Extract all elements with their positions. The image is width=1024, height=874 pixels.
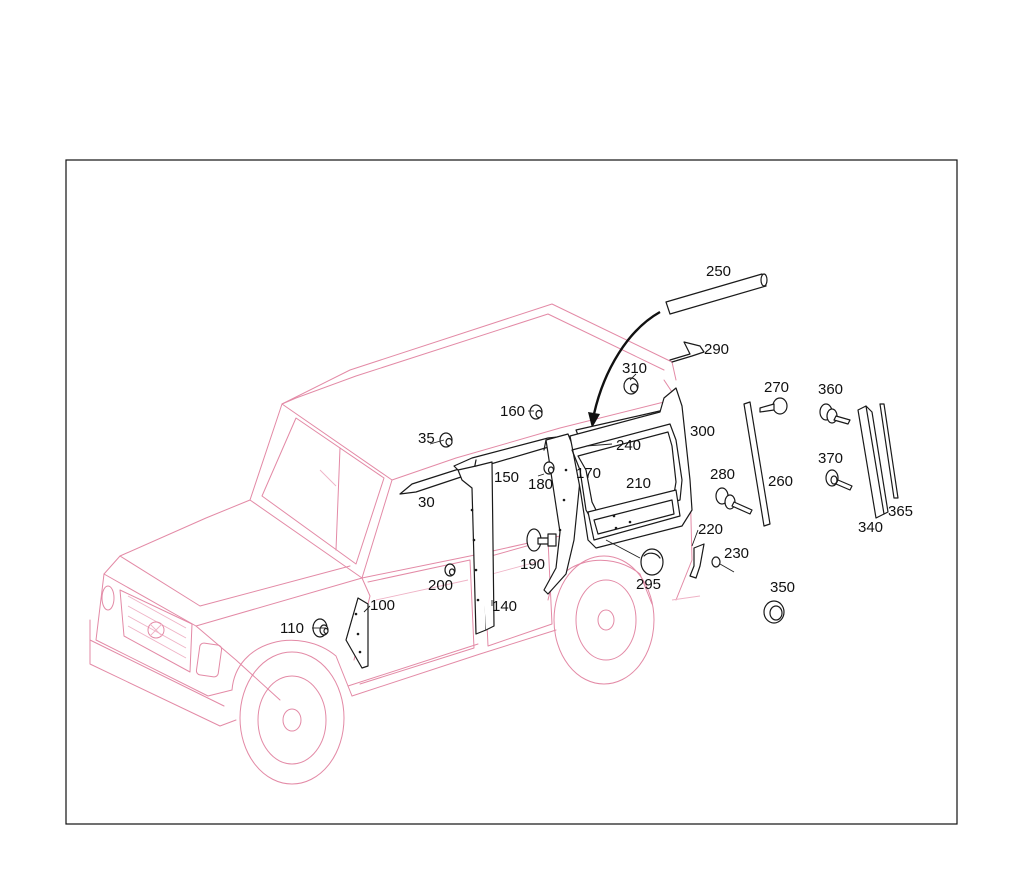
callout-180: 180 bbox=[528, 476, 553, 493]
callout-290: 290 bbox=[704, 341, 729, 358]
callout-100: 100 bbox=[370, 597, 395, 614]
diagram-frame bbox=[65, 159, 958, 825]
callout-labels: 30 35 100 110 140 150 160 170 180 190 20… bbox=[280, 263, 913, 637]
callout-220: 220 bbox=[698, 521, 723, 538]
part-295-cap bbox=[640, 548, 664, 576]
callout-260: 260 bbox=[768, 473, 793, 490]
assembly-arrow bbox=[588, 310, 661, 428]
callout-280: 280 bbox=[710, 466, 735, 483]
callout-310: 310 bbox=[622, 360, 647, 377]
callout-240: 240 bbox=[616, 437, 641, 454]
part-250-rod bbox=[665, 273, 768, 315]
part-270-screw bbox=[759, 397, 788, 415]
callout-190: 190 bbox=[520, 556, 545, 573]
callout-250: 250 bbox=[706, 263, 731, 280]
part-180-clip bbox=[543, 461, 555, 475]
callout-200: 200 bbox=[428, 577, 453, 594]
part-310-clip bbox=[623, 377, 639, 395]
callout-230: 230 bbox=[724, 545, 749, 562]
callout-340: 340 bbox=[858, 519, 883, 536]
part-350-grommet bbox=[763, 600, 785, 624]
callout-110: 110 bbox=[280, 620, 304, 637]
part-360-fastener bbox=[819, 403, 851, 425]
callout-295: 295 bbox=[636, 576, 661, 593]
callout-160: 160 bbox=[500, 403, 525, 420]
leader-lines bbox=[312, 373, 699, 629]
part-290-bracket bbox=[669, 341, 705, 363]
part-35-clip bbox=[439, 432, 453, 448]
vehicle-outline bbox=[89, 303, 701, 785]
callout-210: 210 bbox=[626, 475, 651, 492]
callout-360: 360 bbox=[818, 381, 843, 398]
part-140-pillar bbox=[457, 461, 495, 635]
callout-140: 140 bbox=[492, 598, 517, 615]
part-340-trim bbox=[857, 405, 889, 519]
callout-170: 170 bbox=[576, 465, 601, 482]
callout-370: 370 bbox=[818, 450, 843, 467]
part-200-clip bbox=[444, 563, 456, 577]
part-365-strip bbox=[879, 403, 899, 499]
part-220-bracket bbox=[689, 543, 705, 579]
part-210-panel bbox=[587, 489, 681, 541]
part-280-fastener bbox=[715, 487, 753, 515]
callout-150: 150 bbox=[494, 469, 519, 486]
part-260-strip bbox=[743, 401, 771, 527]
part-370-screw bbox=[825, 469, 853, 491]
callout-35: 35 bbox=[418, 430, 435, 447]
part-100-trim bbox=[345, 597, 369, 669]
callout-300: 300 bbox=[690, 423, 715, 440]
part-230-plug bbox=[711, 556, 735, 573]
part-190-fastener bbox=[526, 528, 557, 552]
part-160-clip bbox=[529, 404, 543, 420]
callout-350: 350 bbox=[770, 579, 795, 596]
callout-365: 365 bbox=[888, 503, 913, 520]
callout-270: 270 bbox=[764, 379, 789, 396]
callout-30: 30 bbox=[418, 494, 435, 511]
